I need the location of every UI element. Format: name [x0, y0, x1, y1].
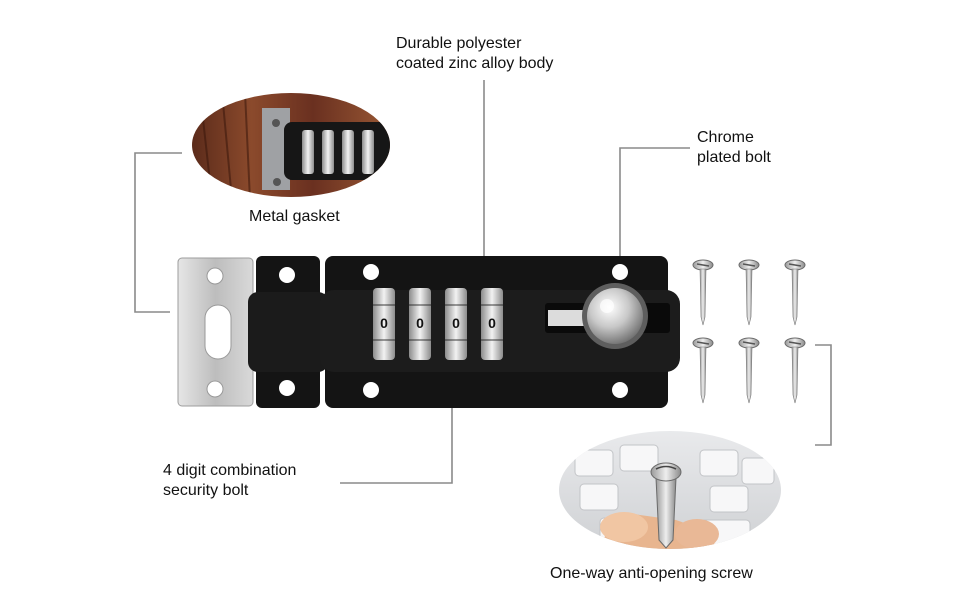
leader-gasket: [134, 152, 182, 313]
label-body-line-1: Durable polyester: [396, 35, 522, 52]
label-combination-line-2: security bolt: [163, 482, 249, 499]
gasket-inset-photo: [192, 93, 390, 197]
screw-inset-photo: [559, 431, 781, 549]
screw-4: [692, 337, 714, 404]
screw-2: [738, 259, 760, 326]
screw-5: [738, 337, 760, 404]
label-body-line-2: coated zinc alloy body: [396, 55, 554, 72]
dial-2: [409, 288, 431, 360]
label-bolt-line-1: Chrome: [697, 129, 754, 146]
dial-digit-2: 0: [416, 315, 424, 331]
screw-1: [692, 259, 714, 326]
dial-digit-4: 0: [488, 315, 496, 331]
label-combination-line-1: 4 digit combination: [163, 462, 297, 479]
dial-3: [445, 288, 467, 360]
label-bolt: Chrome plated bolt: [697, 128, 771, 168]
dial-4: [481, 288, 503, 360]
screw-6: [784, 337, 806, 404]
leader-screws: [815, 344, 832, 446]
label-gasket: Metal gasket: [249, 208, 340, 225]
dial-digit-1: 0: [380, 315, 388, 331]
metal-plate: [177, 257, 254, 407]
leader-bolt: [619, 147, 690, 285]
screws: [692, 259, 806, 404]
combination-dials: 0 0 0 0: [373, 288, 503, 360]
dial-digit-3: 0: [452, 315, 460, 331]
dial-1: [373, 288, 395, 360]
label-body: Durable polyester coated zinc alloy body: [396, 34, 553, 74]
label-bolt-line-2: plated bolt: [697, 149, 771, 166]
label-screw: One-way anti-opening screw: [550, 565, 753, 582]
label-combination: 4 digit combination security bolt: [163, 461, 296, 501]
screw-3: [784, 259, 806, 326]
chrome-bolt-knob: [582, 283, 648, 349]
